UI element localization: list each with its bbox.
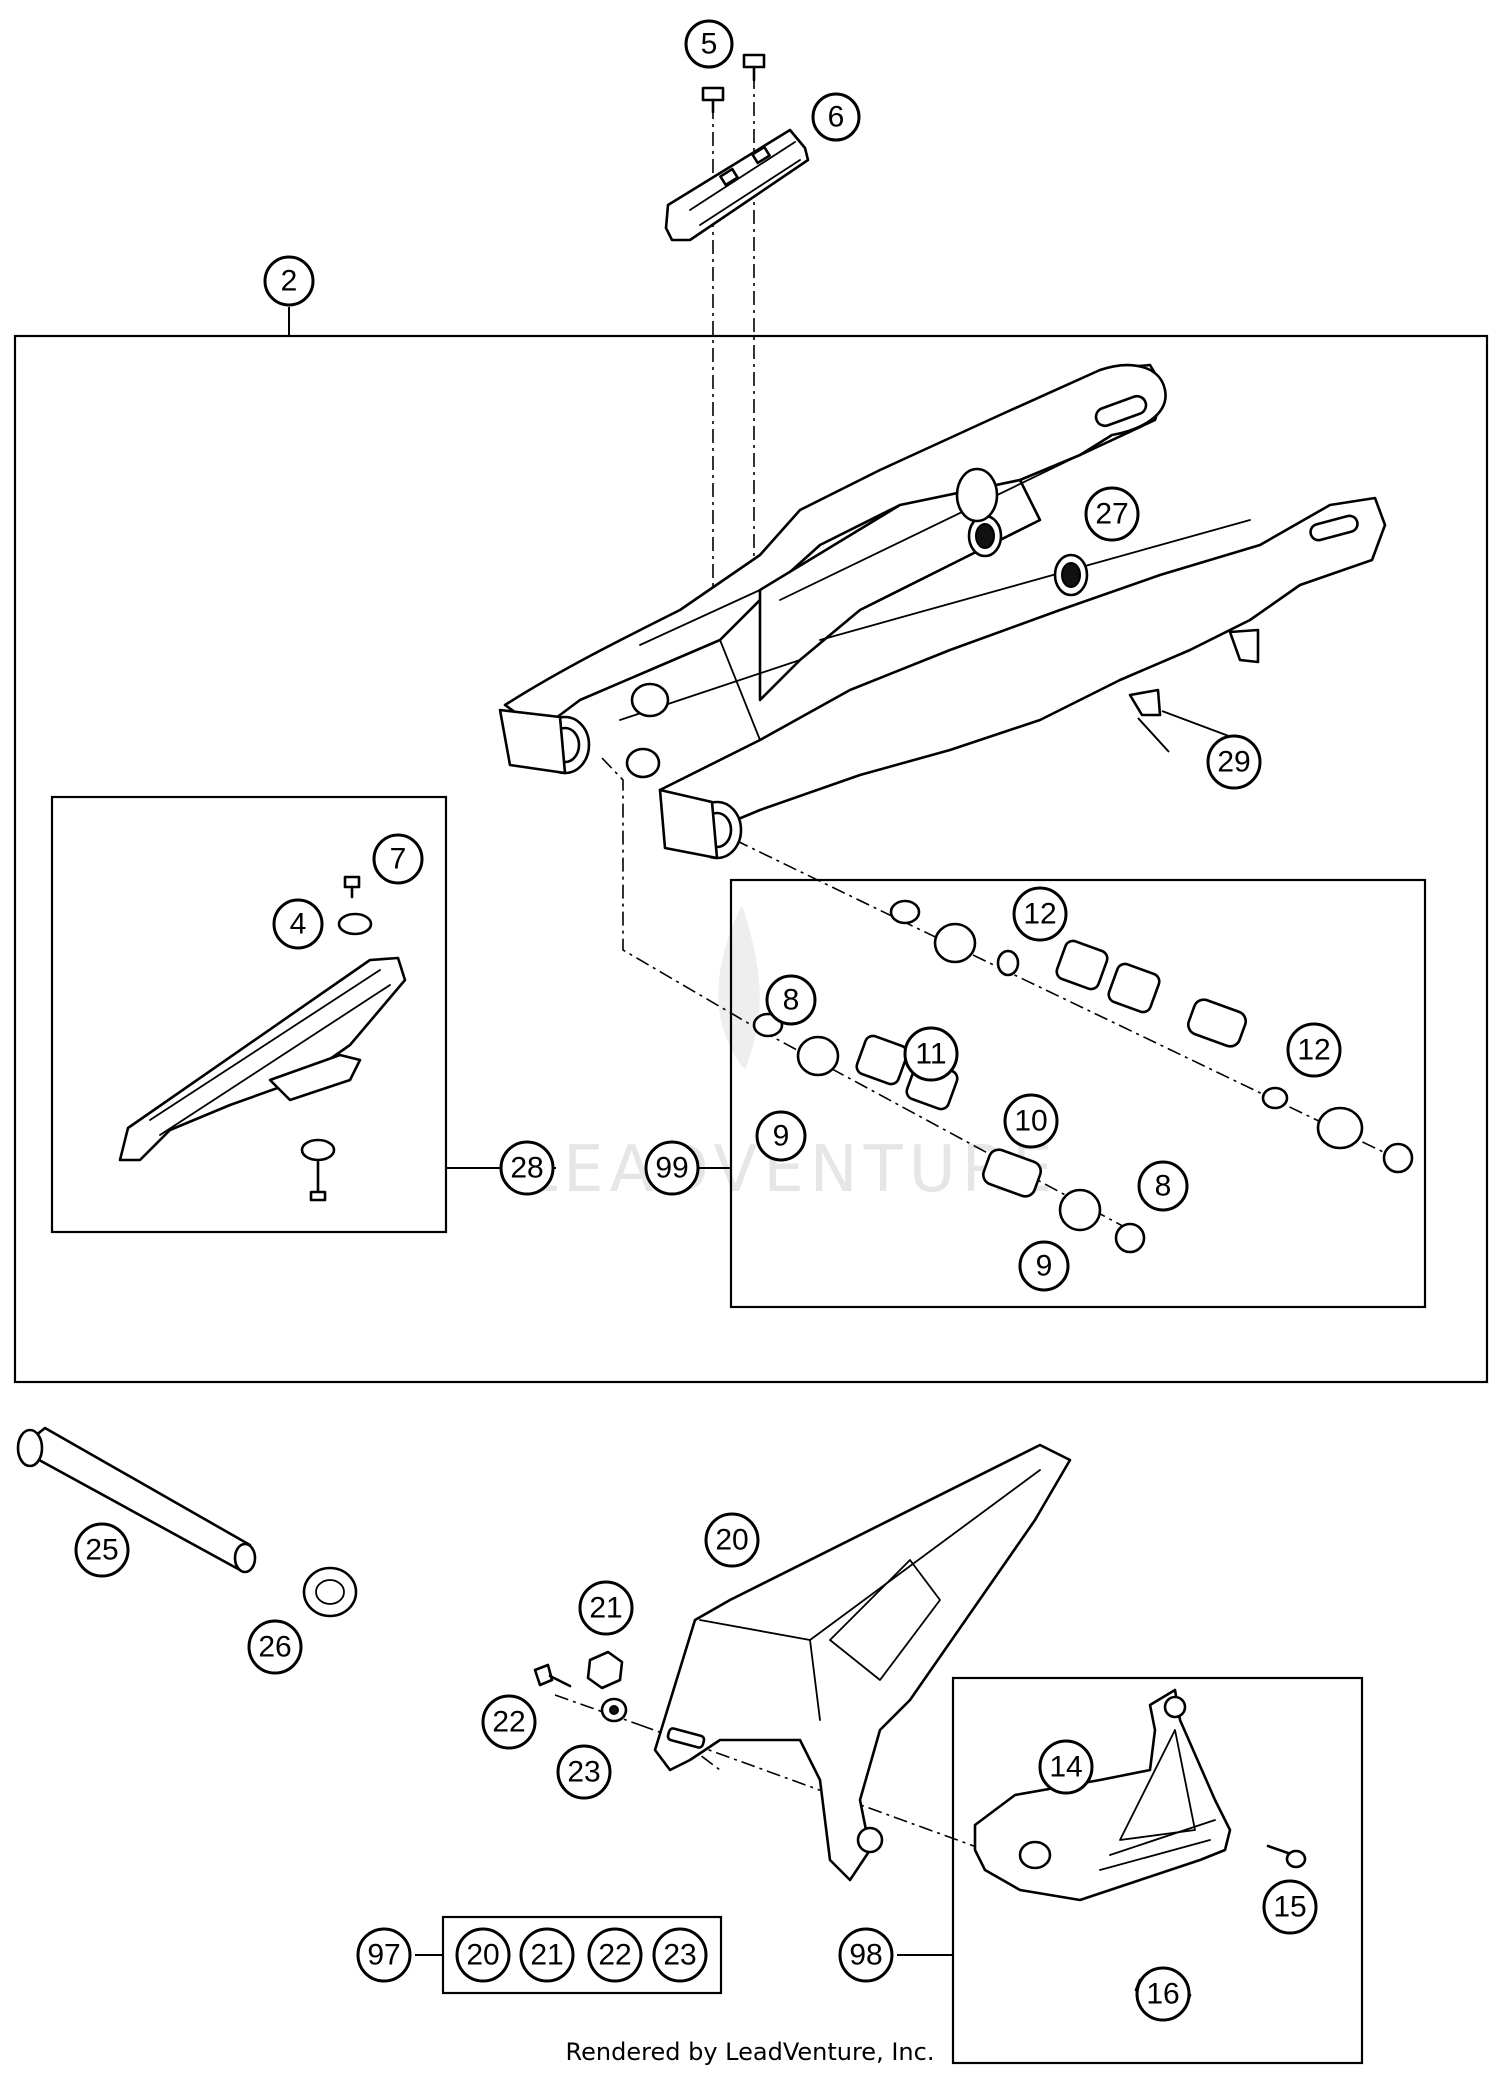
svg-text:12: 12 <box>1023 898 1056 931</box>
swingarm-assembly-box <box>13 334 1489 1384</box>
callout-5: 5 <box>684 19 734 69</box>
svg-text:29: 29 <box>1217 746 1250 779</box>
kit-callout-22: 22 <box>587 1927 643 1983</box>
svg-text:7: 7 <box>390 843 407 876</box>
svg-text:21: 21 <box>530 1939 563 1972</box>
swingarm <box>498 363 1387 860</box>
svg-text:28: 28 <box>510 1152 543 1185</box>
callout-6: 6 <box>811 92 861 142</box>
svg-text:26: 26 <box>258 1631 291 1664</box>
svg-text:22: 22 <box>598 1939 631 1972</box>
footer-credit: Rendered by LeadVenture, Inc. <box>565 2038 935 2066</box>
callout-8-upper: 8 <box>765 974 817 1026</box>
svg-text:23: 23 <box>567 1756 600 1789</box>
svg-text:27: 27 <box>1095 498 1128 531</box>
svg-text:8: 8 <box>1155 1170 1172 1203</box>
svg-text:8: 8 <box>783 984 800 1017</box>
callout-23: 23 <box>556 1744 612 1800</box>
callout-2: 2 <box>263 255 315 307</box>
chain-guide-kit-box <box>951 1676 1364 2065</box>
callout-22: 22 <box>481 1694 537 1750</box>
chain-slider <box>118 875 407 1202</box>
svg-text:9: 9 <box>1036 1250 1053 1283</box>
svg-text:2: 2 <box>281 265 298 298</box>
svg-text:97: 97 <box>367 1939 400 1972</box>
svg-text:11: 11 <box>915 1038 946 1071</box>
chain-guard <box>653 1443 1072 1882</box>
callout-25: 25 <box>74 1522 130 1578</box>
chain-guard-fasteners <box>533 1650 628 1723</box>
kit-callout-20: 20 <box>455 1927 511 1983</box>
svg-text:6: 6 <box>828 101 845 134</box>
svg-text:22: 22 <box>492 1706 525 1739</box>
svg-text:25: 25 <box>85 1534 118 1567</box>
svg-text:23: 23 <box>663 1939 696 1972</box>
kit-callout-21: 21 <box>519 1927 575 1983</box>
callout-11: 11 <box>903 1026 959 1082</box>
callout-27: 27 <box>1084 486 1140 542</box>
pivot-axle <box>16 1426 358 1618</box>
callout-20: 20 <box>704 1512 760 1568</box>
svg-text:99: 99 <box>655 1152 688 1185</box>
svg-text:16: 16 <box>1146 1978 1179 2011</box>
callout-29: 29 <box>1206 734 1262 790</box>
kit-callout-23: 23 <box>652 1927 708 1983</box>
bolts-upper <box>701 53 766 114</box>
callout-9-lower: 9 <box>1018 1240 1070 1292</box>
svg-text:15: 15 <box>1273 1891 1306 1924</box>
callout-28: 28 <box>499 1140 555 1196</box>
callout-99: 99 <box>644 1140 700 1196</box>
callout-12-right: 12 <box>1286 1022 1342 1078</box>
svg-text:20: 20 <box>466 1939 499 1972</box>
svg-text:9: 9 <box>773 1120 790 1153</box>
chain-guide <box>973 1688 1307 2007</box>
bearing-kit-box <box>729 878 1427 1309</box>
callout-15: 15 <box>1262 1879 1318 1935</box>
callout-97: 97 <box>356 1927 412 1983</box>
callout-12-upper: 12 <box>1012 886 1068 942</box>
svg-text:10: 10 <box>1014 1105 1047 1138</box>
svg-text:98: 98 <box>849 1939 882 1972</box>
svg-text:4: 4 <box>290 908 307 941</box>
svg-text:20: 20 <box>715 1524 748 1557</box>
watermark: LEADVENTURE <box>522 905 1052 1207</box>
callout-26: 26 <box>247 1619 303 1675</box>
svg-text:14: 14 <box>1049 1751 1082 1784</box>
callout-98: 98 <box>838 1927 894 1983</box>
chain-slider-kit-box <box>50 795 448 1234</box>
callout-4: 4 <box>272 898 324 950</box>
svg-text:12: 12 <box>1297 1034 1330 1067</box>
callout-8-lower: 8 <box>1137 1160 1189 1212</box>
svg-text:21: 21 <box>589 1592 622 1625</box>
upper-chain-slider <box>664 128 810 242</box>
callout-7: 7 <box>372 833 424 885</box>
callout-9-upper: 9 <box>755 1110 807 1162</box>
callout-10: 10 <box>1003 1093 1059 1149</box>
callout-14: 14 <box>1038 1739 1094 1795</box>
svg-text:5: 5 <box>701 28 718 61</box>
callout-16: 16 <box>1135 1966 1191 2022</box>
callout-21: 21 <box>578 1580 634 1636</box>
